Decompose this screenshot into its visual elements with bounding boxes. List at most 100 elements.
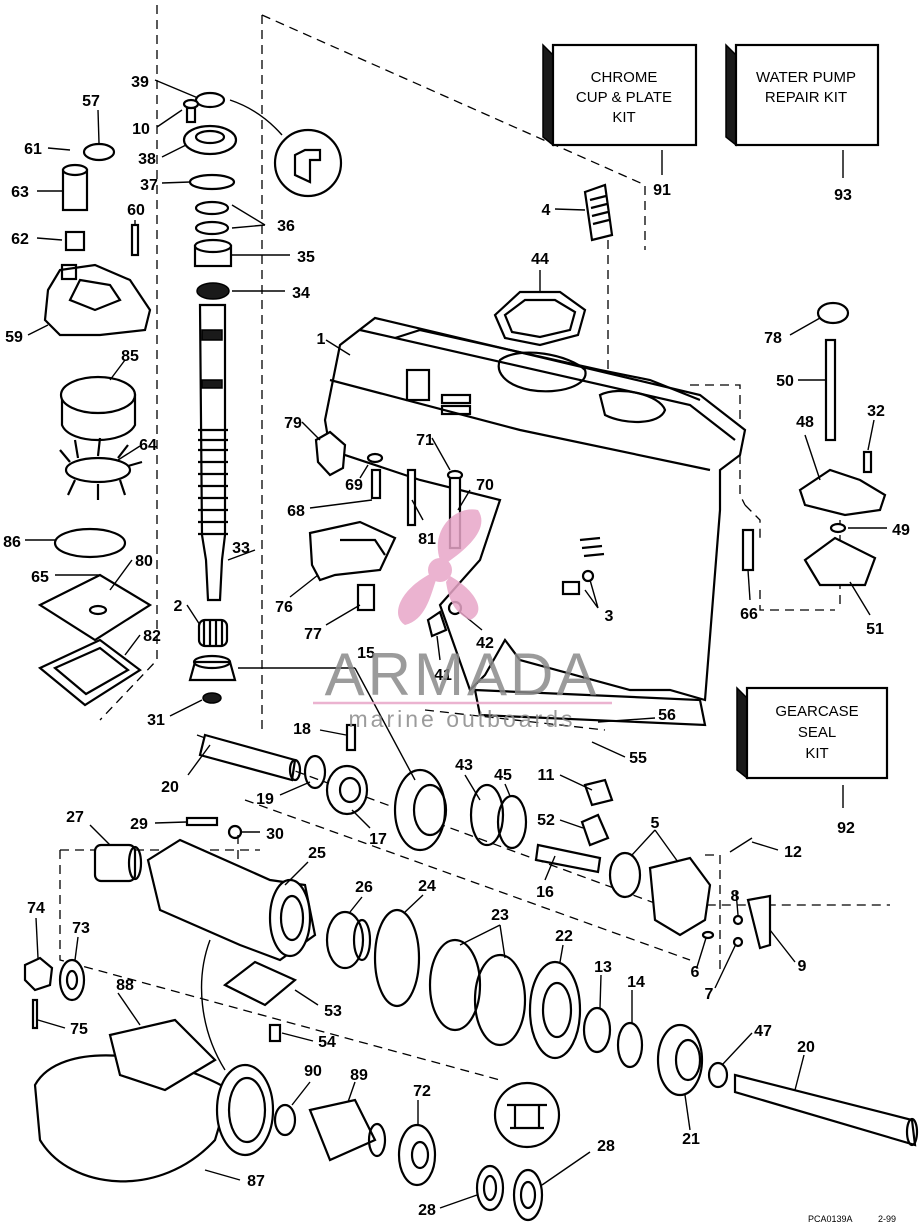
callout-17: 17 [369, 831, 387, 848]
callout-30: 30 [266, 826, 284, 843]
callout-78: 78 [764, 330, 782, 347]
callout-75: 75 [70, 1021, 88, 1038]
callout-6: 6 [691, 964, 700, 981]
callout-71: 71 [416, 432, 434, 449]
callout-68: 68 [287, 503, 305, 520]
chrome-kit-box: CHROME CUP & PLATE KIT [542, 43, 698, 175]
tool-callout-circle [229, 99, 343, 198]
callout-26: 26 [355, 879, 373, 896]
callout-80: 80 [135, 553, 153, 570]
callout-27: 27 [66, 809, 84, 826]
footer-code: PCA0139A [808, 1214, 853, 1224]
callout-7: 7 [705, 986, 714, 1003]
seal-kit-line3: KIT [805, 745, 828, 762]
watermark-tagline: marine outboards [349, 706, 576, 732]
callout-37: 37 [140, 177, 158, 194]
water-pump-kit-line1: WATER PUMP [756, 69, 856, 86]
callout-69: 69 [345, 477, 363, 494]
chrome-kit-line1: CHROME [591, 69, 658, 86]
callout-4: 4 [542, 202, 551, 219]
seal-kit-line1: GEARCASE [775, 703, 858, 720]
callout-15: 15 [357, 645, 375, 662]
callout-35: 35 [297, 249, 315, 266]
callout-11: 11 [538, 767, 555, 784]
callout-82: 82 [143, 628, 161, 645]
water-pump-parts [37, 142, 153, 707]
leader-lines [25, 79, 887, 1209]
callout-38: 38 [138, 151, 156, 168]
water-pump-kit-box: WATER PUMP REPAIR KIT [725, 43, 880, 178]
callout-92: 92 [837, 820, 855, 837]
callout-56: 56 [658, 707, 676, 724]
callout-13: 13 [594, 959, 612, 976]
callout-12: 12 [784, 844, 802, 861]
gearcase-housing [323, 316, 747, 727]
callout-86: 86 [3, 534, 21, 551]
watermark-propeller-logo [398, 509, 482, 625]
callout-60: 60 [127, 202, 145, 219]
callout-44: 44 [531, 251, 549, 268]
callout-5: 5 [651, 815, 660, 832]
callout-3: 3 [605, 608, 614, 625]
callout-89: 89 [350, 1067, 368, 1084]
callout-53: 53 [324, 1003, 342, 1020]
callout-25: 25 [308, 845, 326, 862]
callout-91: 91 [653, 182, 671, 199]
callout-66: 66 [740, 606, 758, 623]
callout-51: 51 [866, 621, 884, 638]
callout-47: 47 [754, 1023, 772, 1040]
callout-20-upper: 20 [161, 779, 179, 796]
callout-41: 41 [434, 667, 452, 684]
callout-76: 76 [275, 599, 293, 616]
watermark: ARMADA marine outboards [313, 509, 612, 732]
callout-39: 39 [131, 74, 149, 91]
callout-16: 16 [536, 884, 554, 901]
callout-42: 42 [476, 635, 494, 652]
propeller-parts [33, 939, 561, 1222]
callout-36: 36 [277, 218, 295, 235]
callout-29: 29 [130, 816, 148, 833]
callout-87: 87 [247, 1173, 265, 1190]
callout-57: 57 [82, 93, 100, 110]
callout-65: 65 [31, 569, 49, 586]
footer-date: 2-99 [878, 1214, 896, 1224]
callout-18: 18 [293, 721, 311, 738]
callout-20-lower: 20 [797, 1039, 815, 1056]
gearcase-seal-kit-box: GEARCASE SEAL KIT [736, 686, 889, 808]
callout-62: 62 [11, 231, 29, 248]
callout-34: 34 [292, 285, 310, 302]
callout-90: 90 [304, 1063, 322, 1080]
callout-63: 63 [11, 184, 29, 201]
callout-14: 14 [627, 974, 645, 991]
chrome-kit-line2: CUP & PLATE [576, 89, 672, 106]
callout-23: 23 [491, 907, 509, 924]
callout-24: 24 [418, 878, 436, 895]
callout-31: 31 [147, 712, 165, 729]
callout-85: 85 [121, 348, 139, 365]
callout-21: 21 [682, 1131, 700, 1148]
callout-55: 55 [629, 750, 647, 767]
callout-77: 77 [304, 626, 322, 643]
callout-79: 79 [284, 415, 302, 432]
callout-9: 9 [798, 958, 807, 975]
callout-93: 93 [834, 187, 852, 204]
callout-54: 54 [318, 1034, 336, 1051]
part-callouts: 39 57 10 61 38 37 63 36 60 35 62 34 59 1… [3, 74, 910, 1219]
propeller-shaft-parts [198, 723, 772, 950]
callout-2: 2 [174, 598, 183, 615]
callout-59: 59 [5, 329, 23, 346]
callout-74: 74 [27, 900, 45, 917]
callout-50: 50 [776, 373, 794, 390]
callout-49: 49 [892, 522, 910, 539]
callout-28-right: 28 [597, 1138, 615, 1155]
callout-1: 1 [317, 331, 326, 348]
callout-73: 73 [72, 920, 90, 937]
callout-70: 70 [476, 477, 494, 494]
callout-48: 48 [796, 414, 814, 431]
water-pump-kit-line2: REPAIR KIT [765, 89, 847, 106]
seal-kit-line2: SEAL [798, 724, 836, 741]
drive-shaft-assembly [182, 91, 238, 704]
callout-10: 10 [132, 121, 150, 138]
callout-19: 19 [256, 791, 274, 808]
